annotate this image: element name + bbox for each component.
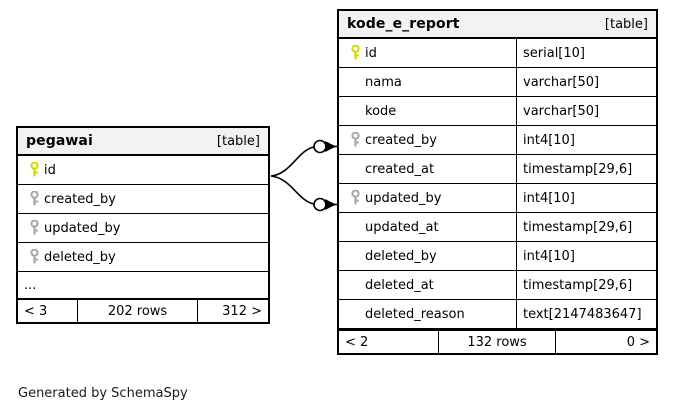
column-name-cell: deleted_by — [339, 242, 516, 270]
table-title: pegawai — [26, 133, 93, 149]
table-footer-pegawai: < 3 202 rows 312 > — [18, 298, 268, 322]
footer-parents-count[interactable]: < 3 — [18, 300, 78, 322]
relationship-line-created-by — [270, 146, 315, 177]
column-name-cell: nama — [339, 68, 516, 96]
column-name-cell: created_by — [339, 126, 516, 154]
table-row[interactable]: updated_by int4[10] — [339, 184, 656, 213]
column-type: timestamp[29,6] — [516, 271, 656, 299]
column-name-cell: id — [18, 156, 268, 184]
column-type: int4[10] — [516, 126, 656, 154]
generated-by-caption: Generated by SchemaSpy — [18, 386, 188, 401]
foreign-key-icon — [24, 220, 44, 236]
foreign-key-icon — [345, 190, 365, 206]
table-type-tag: [table] — [604, 16, 648, 32]
truncated-columns-indicator: ... — [18, 272, 268, 298]
column-type: varchar[50] — [516, 68, 656, 96]
table-row[interactable]: kode varchar[50] — [339, 97, 656, 126]
column-type: timestamp[29,6] — [516, 155, 656, 183]
column-name: id — [365, 45, 377, 61]
footer-row-count: 132 rows — [439, 331, 556, 353]
relationship-line-updated-by — [270, 175, 315, 205]
table-row[interactable]: deleted_at timestamp[29,6] — [339, 271, 656, 300]
column-name: deleted_at — [365, 277, 434, 293]
table-footer-kode-e-report: < 2 132 rows 0 > — [339, 329, 656, 353]
cardinality-zero-marker — [313, 197, 327, 212]
column-name-cell: created_by — [18, 185, 268, 213]
column-name-cell: updated_at — [339, 213, 516, 241]
table-row[interactable]: created_by int4[10] — [339, 126, 656, 155]
table-title: kode_e_report — [347, 16, 460, 32]
table-type-tag: [table] — [216, 133, 260, 149]
table-row[interactable]: deleted_reason text[2147483647] — [339, 300, 656, 329]
table-header-pegawai: pegawai [table] — [18, 128, 268, 156]
column-name: deleted_by — [365, 248, 437, 264]
cardinality-zero-marker — [313, 139, 327, 154]
footer-parents-count[interactable]: < 2 — [339, 331, 439, 353]
column-type: timestamp[29,6] — [516, 213, 656, 241]
table-row[interactable]: updated_by — [18, 214, 268, 243]
foreign-key-icon — [24, 249, 44, 265]
column-name-cell: id — [339, 39, 516, 67]
table-row[interactable]: deleted_by int4[10] — [339, 242, 656, 271]
table-row[interactable]: created_at timestamp[29,6] — [339, 155, 656, 184]
foreign-key-icon — [24, 191, 44, 207]
cardinality-arrow-created-by — [325, 141, 336, 152]
column-name-cell: created_at — [339, 155, 516, 183]
table-row[interactable]: id — [18, 156, 268, 185]
column-name: updated_at — [365, 219, 439, 235]
column-name: created_by — [365, 132, 437, 148]
table-row[interactable]: created_by — [18, 185, 268, 214]
column-name: deleted_by — [44, 249, 116, 265]
cardinality-arrow-updated-by — [325, 199, 336, 210]
column-name: updated_by — [365, 190, 442, 206]
column-name-cell: updated_by — [18, 214, 268, 242]
table-pegawai[interactable]: pegawai [table] id — [16, 126, 270, 324]
column-type: int4[10] — [516, 184, 656, 212]
table-header-kode-e-report: kode_e_report [table] — [339, 11, 656, 39]
column-type: varchar[50] — [516, 97, 656, 125]
footer-row-count: 202 rows — [78, 300, 198, 322]
footer-children-count[interactable]: 0 > — [626, 334, 650, 350]
column-type: text[2147483647] — [516, 300, 656, 328]
table-row[interactable]: id serial[10] — [339, 39, 656, 68]
column-name: created_at — [365, 161, 435, 177]
column-name: nama — [365, 74, 402, 90]
table-row[interactable]: nama varchar[50] — [339, 68, 656, 97]
column-name: id — [44, 162, 56, 178]
table-kode-e-report[interactable]: kode_e_report [table] id serial[10] nama — [337, 9, 658, 355]
column-name-cell: updated_by — [339, 184, 516, 212]
table-row[interactable]: updated_at timestamp[29,6] — [339, 213, 656, 242]
footer-children-count[interactable]: 312 > — [222, 303, 262, 319]
column-name: created_by — [44, 191, 116, 207]
column-name-cell: kode — [339, 97, 516, 125]
column-name: kode — [365, 103, 397, 119]
column-name-cell: deleted_by — [18, 243, 268, 271]
column-type: int4[10] — [516, 242, 656, 270]
primary-key-icon — [345, 45, 365, 61]
column-type: serial[10] — [516, 39, 656, 67]
primary-key-icon — [24, 162, 44, 178]
table-row[interactable]: deleted_by — [18, 243, 268, 272]
column-name: updated_by — [44, 220, 121, 236]
column-name: deleted_reason — [365, 306, 465, 322]
column-name-cell: deleted_reason — [339, 300, 516, 328]
foreign-key-icon — [345, 132, 365, 148]
column-name-cell: deleted_at — [339, 271, 516, 299]
